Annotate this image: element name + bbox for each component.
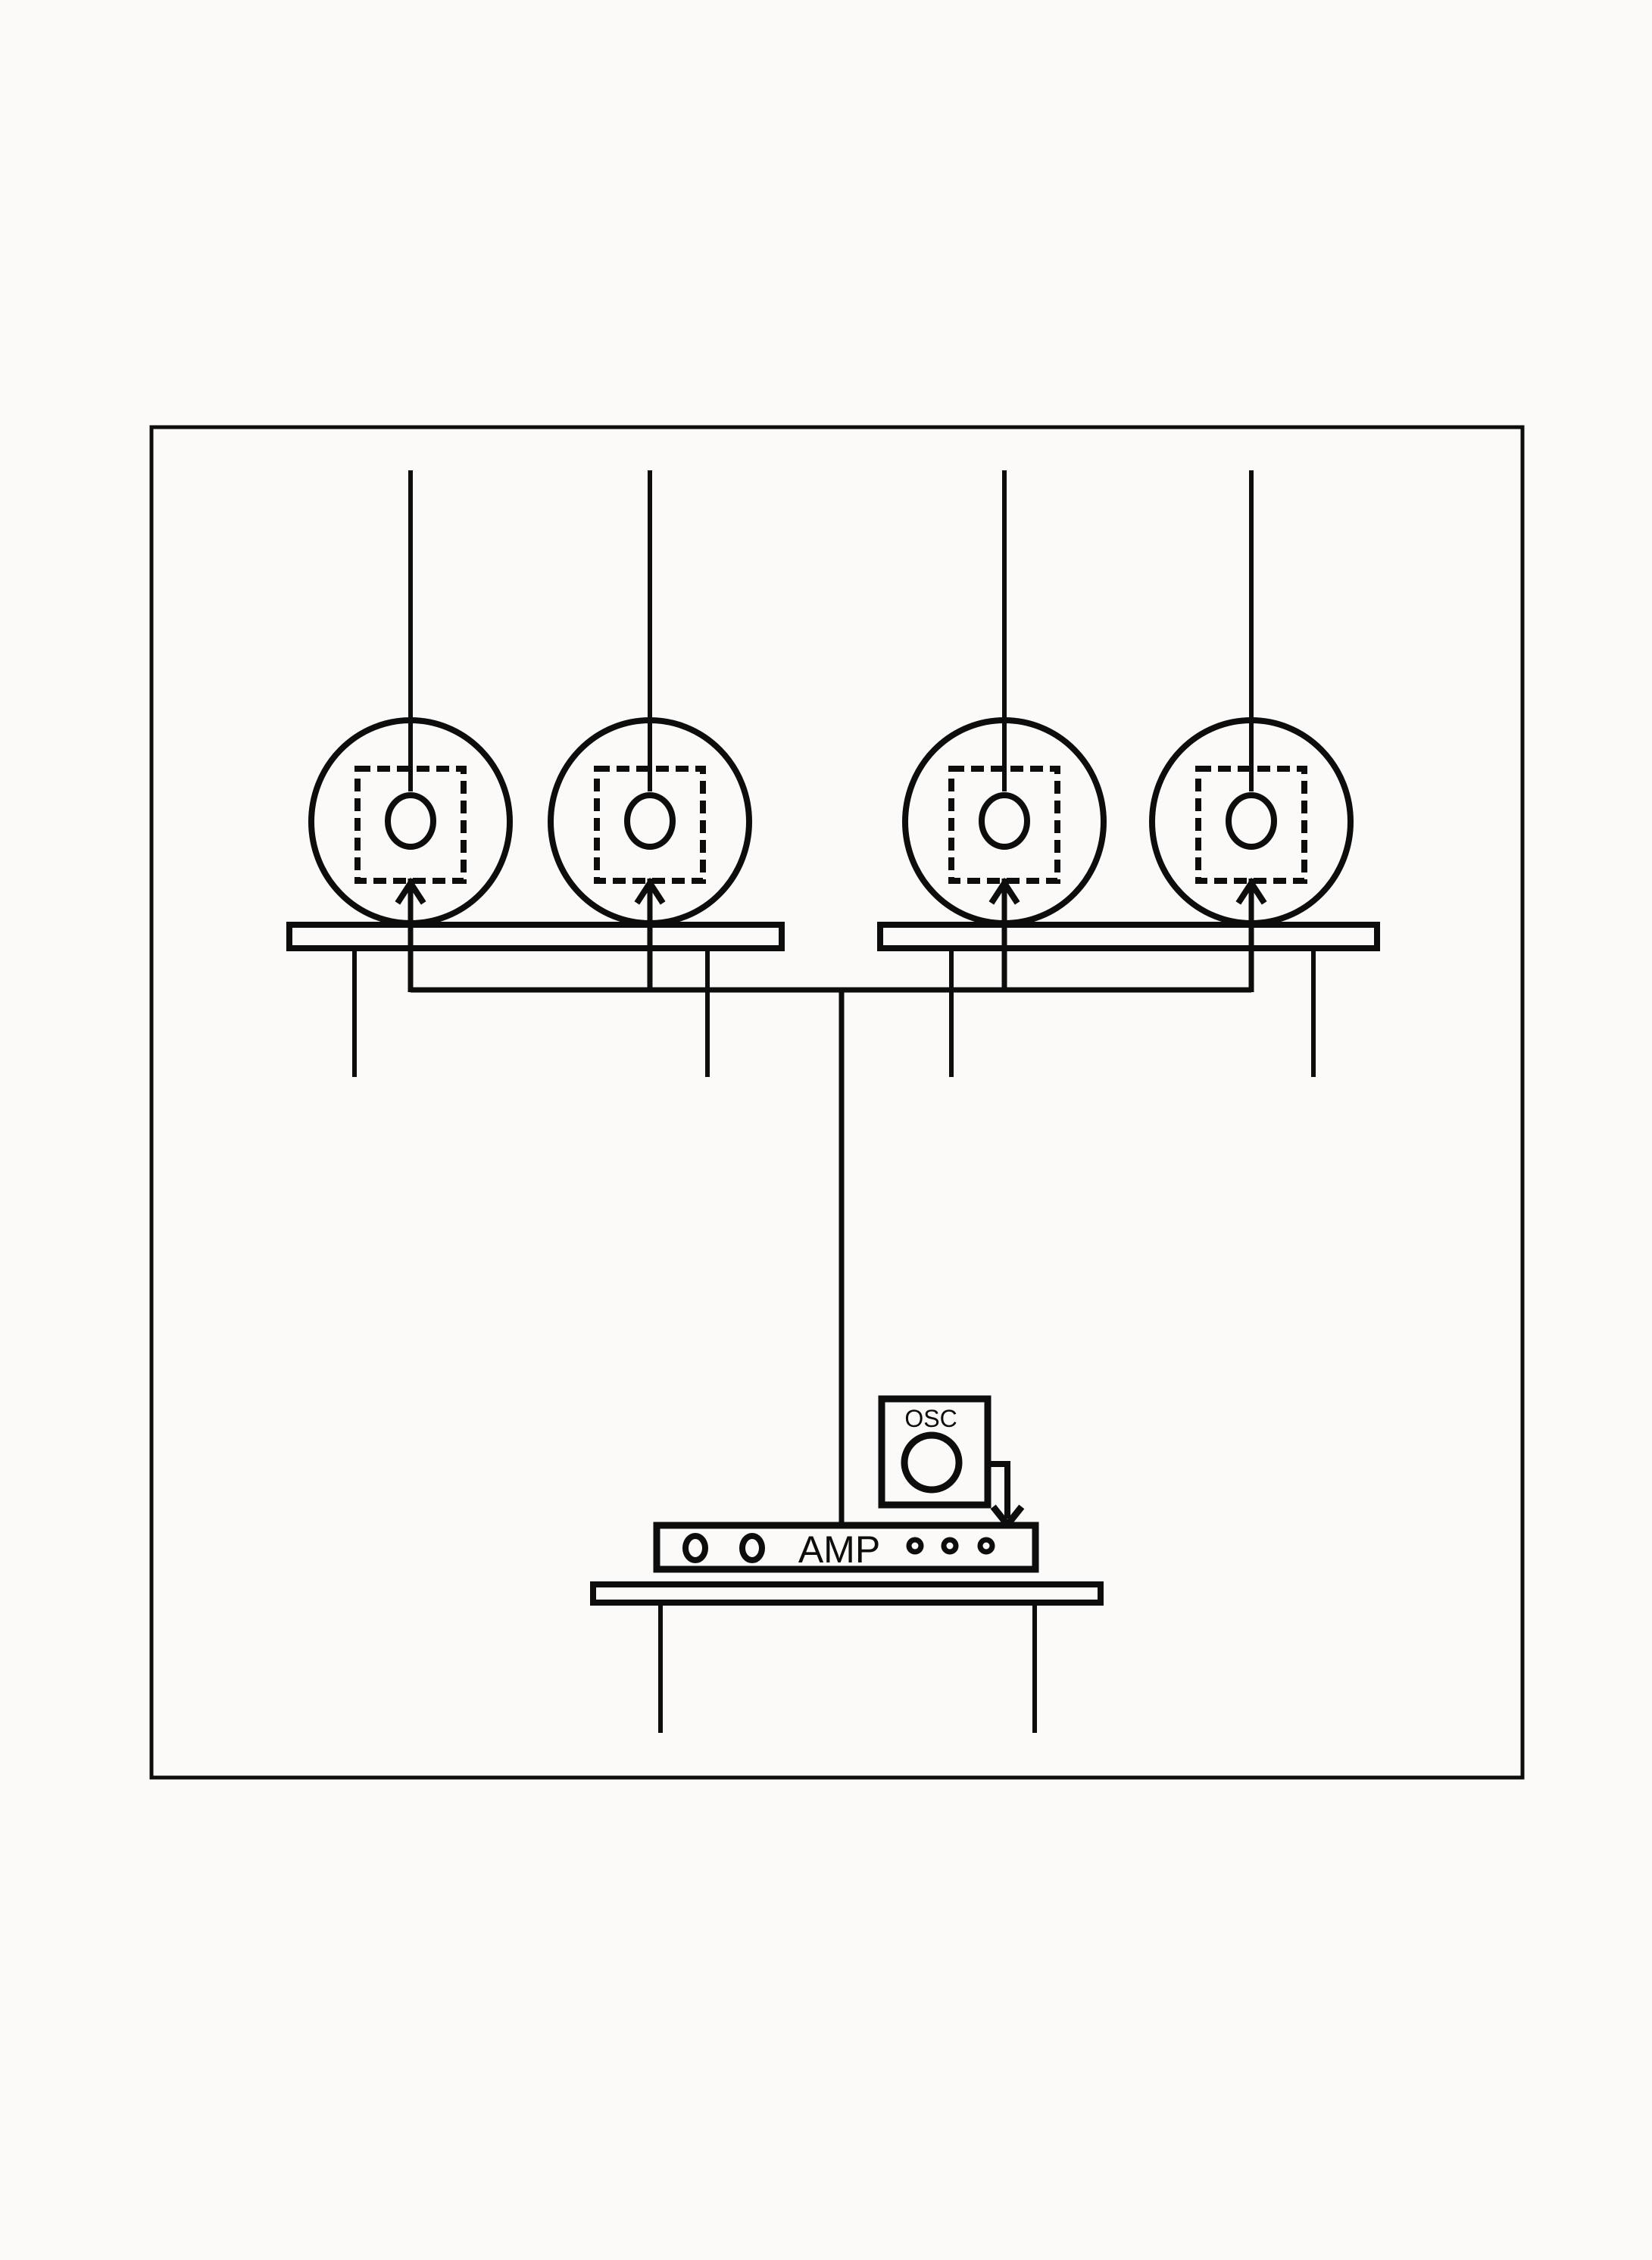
- amp-knob-large-icon: [682, 1533, 708, 1563]
- speaker-driver-box-dashed: [948, 766, 1060, 884]
- speaker-driver-box-dashed: [594, 766, 706, 884]
- speaker-1: [308, 470, 513, 933]
- arrow-up-icon: [395, 877, 426, 905]
- amplifier-unit: AMP: [653, 1522, 1039, 1573]
- arrow-up-icon: [1235, 877, 1267, 905]
- amp-knob-large-icon: [739, 1533, 765, 1563]
- diagram-frame: [149, 425, 1525, 1780]
- shelf-left: [286, 922, 785, 951]
- speaker-bus: [408, 879, 1254, 1526]
- amp-table: [590, 1581, 1104, 1733]
- stand-right: [949, 948, 1316, 1077]
- amp-jack-small-icon: [906, 1537, 924, 1555]
- oscillator-unit: OSC: [878, 1395, 1025, 1531]
- shelf-right: [877, 922, 1380, 951]
- osc-to-amp-wire: [988, 1461, 1010, 1519]
- amp-jack-small-icon: [941, 1537, 959, 1555]
- amp-label: AMP: [798, 1528, 880, 1571]
- speaker-cone-icon: [979, 792, 1030, 850]
- osc-label: OSC: [904, 1405, 957, 1432]
- speaker-driver-box-dashed: [354, 766, 467, 884]
- speaker-cone-icon: [1226, 792, 1277, 850]
- speaker-3: [902, 470, 1107, 933]
- osc-dial-icon: [901, 1431, 963, 1494]
- speaker-cone-icon: [624, 792, 676, 850]
- stand-left: [352, 948, 710, 1077]
- speaker-cone-icon: [385, 792, 436, 850]
- speaker-2: [548, 470, 752, 933]
- speaker-driver-box-dashed: [1195, 766, 1307, 884]
- amp-jack-small-icon: [977, 1537, 995, 1555]
- arrow-up-icon: [988, 877, 1020, 905]
- speaker-4: [1149, 470, 1354, 933]
- arrow-up-icon: [634, 877, 666, 905]
